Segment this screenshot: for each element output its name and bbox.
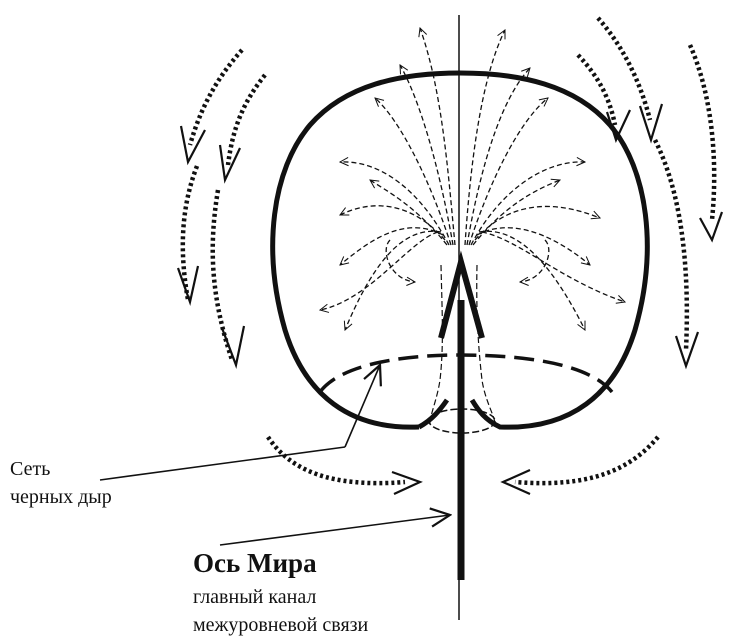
- funnel-left: [429, 264, 443, 424]
- black-hole-network-ring: [318, 353, 614, 394]
- pointer-lines: [99, 365, 450, 546]
- axis-subtitle-line1: главный канал: [193, 586, 317, 608]
- network-label-line2: черных дыр: [10, 486, 112, 508]
- torus-outline-left-notch: [417, 398, 450, 430]
- torus-outline: [270, 70, 650, 430]
- outer-arrowheads: [176, 103, 724, 496]
- axis-subtitle-line2: межуровневой связи: [193, 614, 369, 636]
- network-pointer: [99, 446, 346, 481]
- axis-pointer: [219, 515, 450, 546]
- funnel-right: [476, 264, 496, 424]
- network-label-line1: Сеть: [10, 458, 51, 480]
- world-axis-arrowhead: [438, 250, 485, 339]
- inner-flow-lines: [320, 28, 625, 330]
- axis-title: Ось Мира: [193, 548, 317, 578]
- outer-flow-lines: [180, 16, 717, 486]
